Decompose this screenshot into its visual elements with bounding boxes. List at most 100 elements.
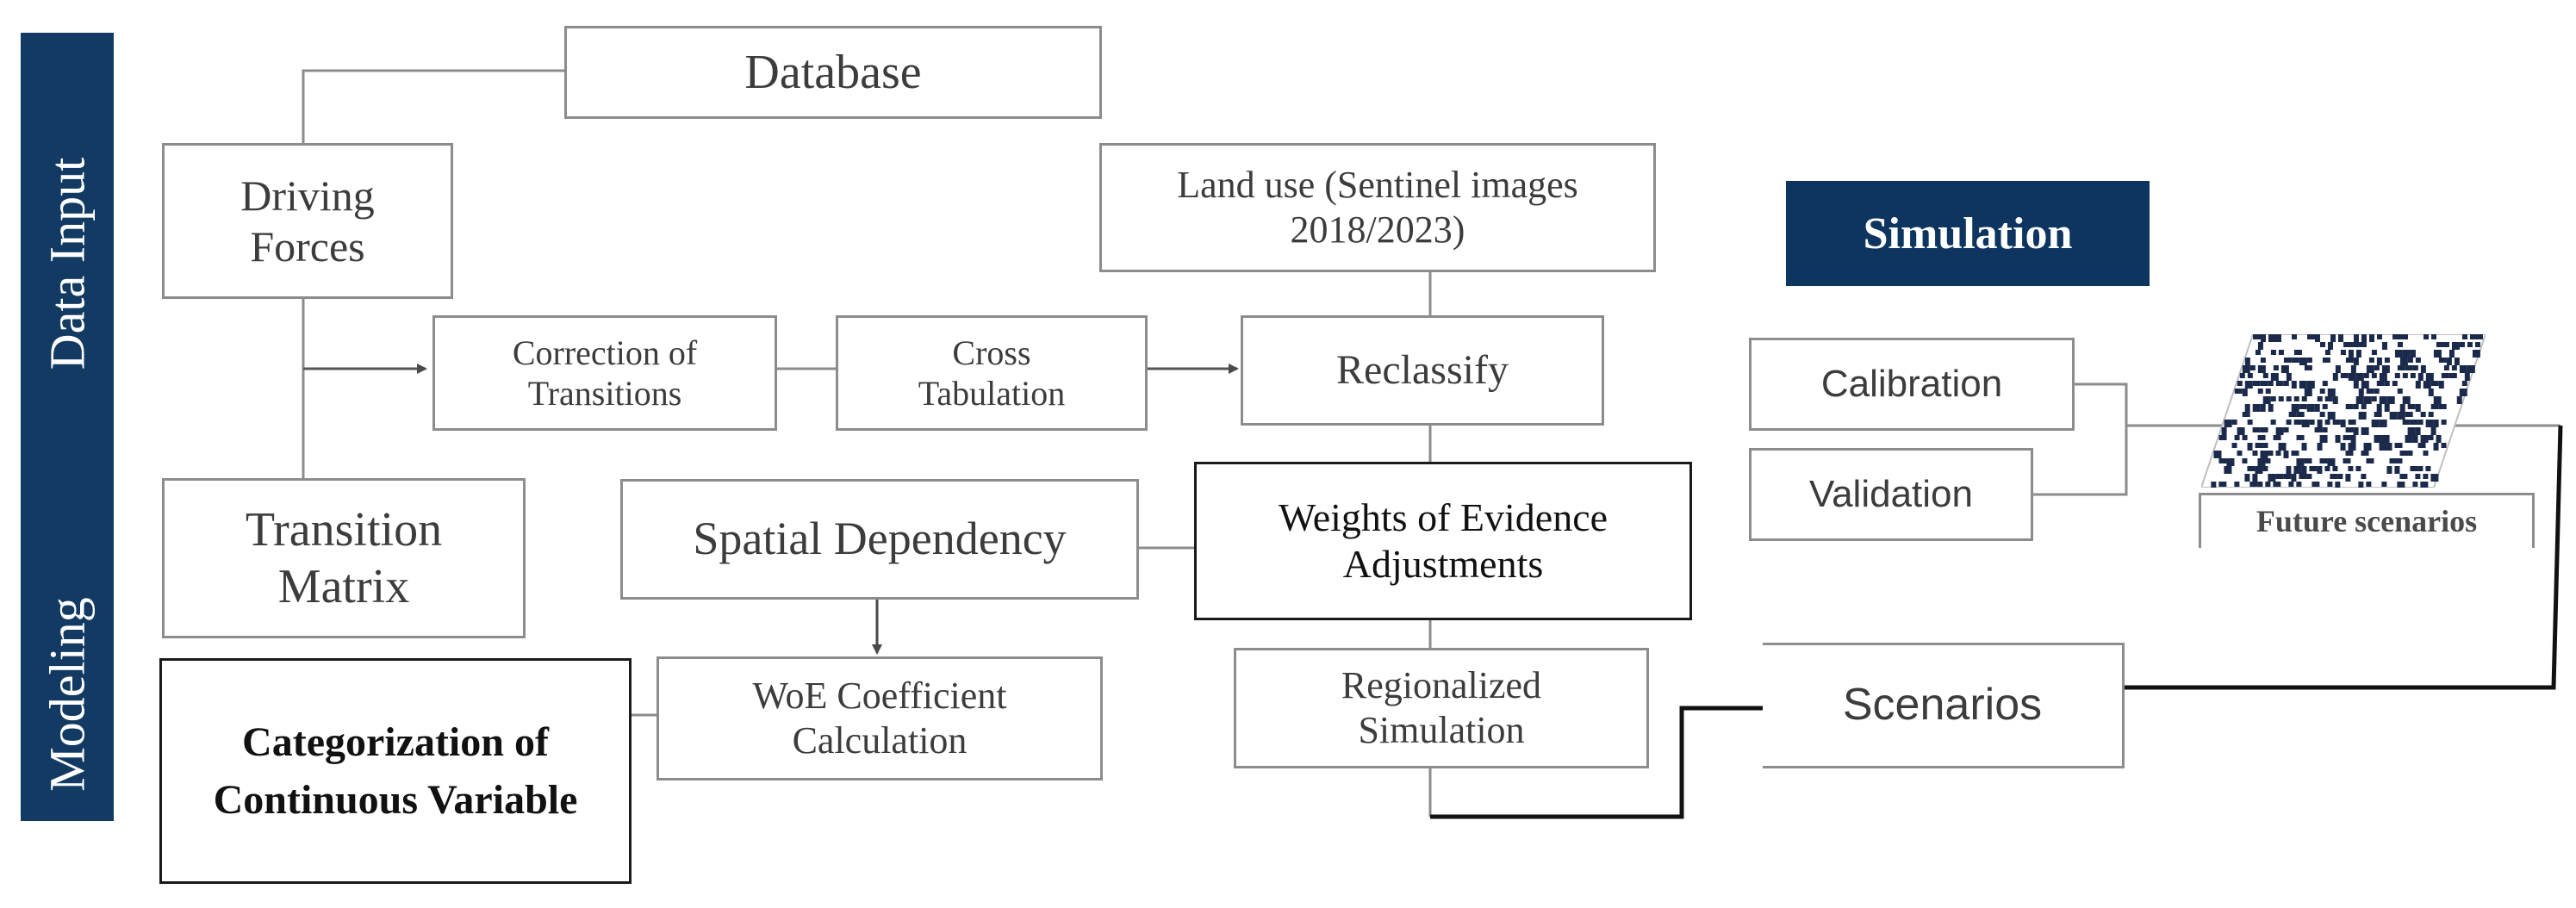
map-grid-cell [2286, 396, 2292, 401]
map-grid-cell [2234, 435, 2240, 440]
map-grid-cell [2319, 435, 2328, 443]
map-grid-cell [2397, 342, 2403, 347]
map-grid-cell [2376, 358, 2382, 365]
map-grid-cell [2314, 404, 2320, 412]
map-grid-cell [2260, 451, 2268, 458]
map-grid-cell [2371, 350, 2377, 355]
node-cross-tabulation: Cross Tabulation [836, 315, 1148, 431]
node-spatial-dependency: Spatial Dependency [620, 479, 1139, 600]
line-scenarios-future [2125, 425, 2563, 690]
map-grid-cell [2381, 482, 2387, 487]
map-grid-cell [2340, 373, 2349, 378]
map-grid-cell [2355, 373, 2364, 381]
map-grid-cell [2262, 443, 2268, 448]
map-grid-cell [2379, 373, 2387, 381]
map-grid-cell [2319, 412, 2325, 417]
map-grid-cell [2410, 373, 2416, 378]
map-grid-cell [2441, 373, 2449, 378]
map-grid-cell [2436, 342, 2444, 347]
map-grid-cell [2402, 396, 2411, 404]
map-grid-cell [2392, 381, 2398, 386]
map-grid-cell [2327, 458, 2336, 466]
map-grid-cell [2379, 396, 2387, 404]
map-grid-cell [2415, 358, 2421, 363]
map-grid-cell [2350, 342, 2359, 347]
node-weights-of-evidence-label: Weights of Evidence Adjustments [1278, 494, 1608, 586]
map-grid-cell [2286, 466, 2292, 474]
map-grid-cell [2247, 373, 2253, 378]
map-grid-cell [2332, 396, 2338, 404]
map-grid-cell [2433, 420, 2439, 427]
map-grid-cell [2405, 412, 2413, 417]
map-grid-cell [2430, 381, 2439, 386]
map-grid-cell [2438, 381, 2444, 389]
map-grid-cell [2397, 412, 2405, 420]
map-grid-cell [2399, 404, 2405, 412]
map-grid-cell [2415, 474, 2421, 479]
map-grid-cell [2392, 334, 2400, 339]
map-grid-cell [2448, 350, 2455, 358]
map-grid-cell [2420, 435, 2429, 443]
map-grid-cell [2417, 420, 2424, 425]
map-grid-cell [2474, 342, 2480, 347]
map-grid-cell [2291, 381, 2297, 389]
map-grid-cell [2307, 334, 2315, 339]
map-grid-cell [2430, 404, 2439, 409]
map-grid-cell [2428, 389, 2434, 396]
map-grid-cell [2343, 435, 2351, 440]
map-grid-cell [2231, 443, 2237, 448]
map-grid-cell [2335, 435, 2341, 443]
map-grid-cell [2268, 474, 2276, 482]
sidebar-label-modeling: Modeling [39, 597, 96, 792]
map-grid-cell [2428, 412, 2434, 417]
map-grid-cell [2260, 427, 2268, 432]
node-scenarios-label: Scenarios [1842, 680, 2043, 731]
map-grid-cell [2399, 474, 2408, 479]
map-grid-cell [2358, 342, 2367, 347]
map-grid-cell [2327, 342, 2333, 350]
map-grid-cell [2301, 443, 2307, 451]
node-database: Database [564, 26, 1102, 119]
map-grid-cell [2374, 412, 2382, 417]
map-grid-cell [2234, 482, 2240, 487]
map-grid-cell [2237, 427, 2245, 435]
node-transition-matrix: Transition Matrix [162, 478, 526, 638]
map-grid-cell [2231, 420, 2237, 425]
map-grid-cell [2317, 466, 2323, 474]
map-grid-cell [2340, 350, 2346, 355]
map-grid-cell [2345, 404, 2354, 409]
map-grid-cell [2304, 458, 2312, 463]
map-grid-cell [2257, 342, 2263, 350]
map-grid-cell [2376, 404, 2382, 412]
map-grid-cell [2296, 435, 2305, 440]
map-grid-cell [2268, 451, 2274, 456]
map-grid-cell [2394, 443, 2403, 448]
map-grid-cell [2268, 404, 2274, 412]
map-grid-cell [2273, 482, 2281, 487]
map-grid-cell [2319, 342, 2325, 347]
sidebar-band: Data Input Modeling [21, 33, 114, 821]
map-grid-cell [2253, 334, 2261, 339]
map-grid-cell [2292, 334, 2297, 339]
node-categorization-label: Categorization of Continuous Variable [213, 718, 578, 823]
sidebar-label-data-input: Data Input [39, 157, 96, 370]
line-calibration-bracket [2033, 382, 2128, 496]
map-grid-cell [2262, 396, 2271, 404]
map-grid-cell [2260, 381, 2268, 386]
map-grid-cell [2472, 350, 2480, 358]
map-grid-cell [2410, 350, 2416, 358]
map-grid-cell [2244, 358, 2250, 365]
map-grid-cell [2410, 466, 2418, 471]
map-grid-cell [2438, 404, 2447, 409]
map-grid-cell [2446, 358, 2452, 365]
map-grid-cell [2386, 466, 2392, 474]
map-grid-cell [2270, 396, 2276, 401]
map-grid-cell [2443, 342, 2449, 347]
map-grid-cell [2361, 381, 2369, 389]
map-grid-cell [2304, 389, 2312, 396]
map-grid-cell [2353, 358, 2359, 365]
map-grid-cell [2443, 365, 2449, 370]
map-grid-cell [2288, 412, 2297, 417]
map-grid-cell [2425, 466, 2431, 471]
map-grid-cell [2270, 420, 2276, 425]
